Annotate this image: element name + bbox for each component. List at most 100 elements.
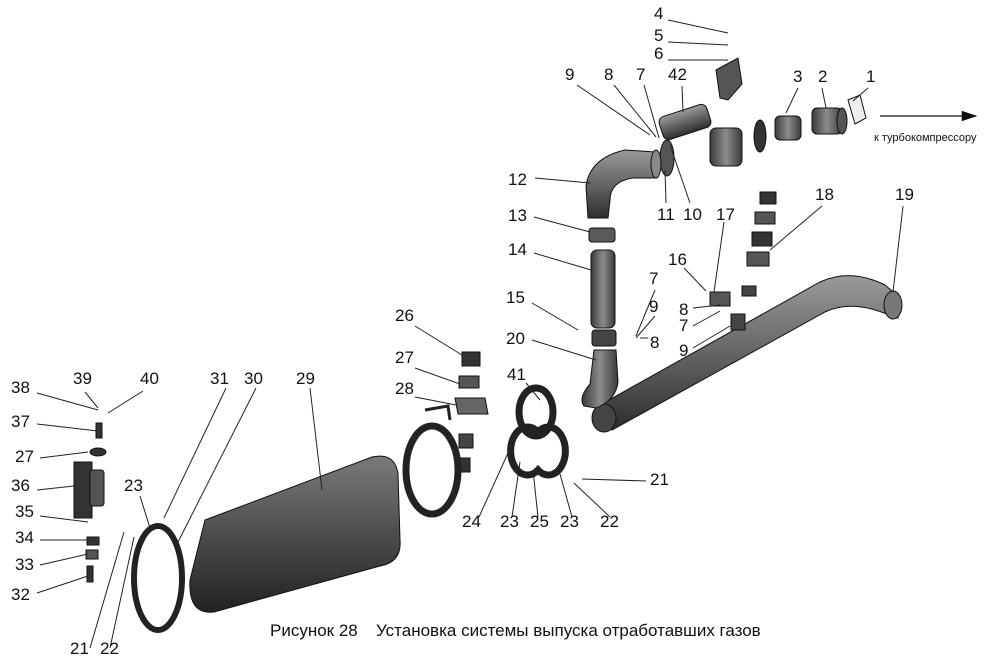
callout-22: 22 <box>600 512 619 531</box>
part-41-25-clamps <box>507 384 569 479</box>
leader-line <box>36 423 99 432</box>
leader-line <box>573 482 611 518</box>
part-26-28-support <box>454 351 489 473</box>
caption-number: Рисунок 28 <box>270 621 358 640</box>
callout-20: 20 <box>506 329 525 348</box>
callout-22: 22 <box>100 639 119 658</box>
part-42-valve <box>658 103 743 177</box>
part-13-clamp <box>588 227 616 243</box>
callout-28: 28 <box>395 379 414 398</box>
callout-27: 27 <box>395 348 414 367</box>
part-6-bracket <box>715 57 743 101</box>
leader-line <box>892 205 904 293</box>
leader-line <box>511 461 521 518</box>
leader-line <box>532 469 539 518</box>
callout-16: 16 <box>668 250 687 269</box>
leader-line <box>478 452 509 518</box>
callout-21: 21 <box>70 639 89 658</box>
leader-line <box>175 387 257 547</box>
leader-line <box>525 382 541 401</box>
leader-line <box>559 473 573 518</box>
leader-line <box>581 478 647 482</box>
callout-2: 2 <box>818 67 827 86</box>
callout-7: 7 <box>649 269 658 288</box>
leader-line <box>664 169 667 204</box>
callout-8: 8 <box>650 333 659 352</box>
leader-line <box>821 87 827 109</box>
callout-3: 3 <box>793 67 802 86</box>
leader-line <box>713 221 725 293</box>
part-1-gasket <box>847 94 867 125</box>
leader-line <box>643 84 660 139</box>
leader-line <box>414 367 461 385</box>
leader-line <box>84 391 99 409</box>
callout-15: 15 <box>506 288 525 307</box>
leader-line <box>667 41 729 46</box>
callout-42: 42 <box>668 65 687 84</box>
part-36-bracket <box>73 422 107 583</box>
callout-21: 21 <box>650 470 669 489</box>
callout-8: 8 <box>679 300 688 319</box>
callout-40: 40 <box>140 369 159 388</box>
callout-10: 10 <box>683 205 702 224</box>
callout-23: 23 <box>560 512 579 531</box>
callout-23: 23 <box>124 476 143 495</box>
part-2-flange-pipe <box>811 107 848 135</box>
leader-line <box>635 315 656 339</box>
callout-25: 25 <box>530 512 549 531</box>
part-31-strap <box>131 523 185 633</box>
leader-line <box>681 85 684 113</box>
part-20-elbow <box>581 329 619 409</box>
leader-line <box>576 84 651 136</box>
callout-35: 35 <box>15 502 34 521</box>
callout-39: 39 <box>73 369 92 388</box>
callout-1: 1 <box>866 67 875 86</box>
callout-14: 14 <box>508 240 527 259</box>
part-19-pipe <box>591 275 903 433</box>
leader-line <box>414 325 463 356</box>
callout-37: 37 <box>11 412 30 431</box>
leader-line <box>852 87 869 102</box>
direction-note: к турбокомпрессору <box>874 132 977 144</box>
leader-line <box>769 205 823 251</box>
leader-line <box>109 536 135 649</box>
leader-line <box>692 304 721 309</box>
callout-4: 4 <box>654 4 663 23</box>
callout-33: 33 <box>15 555 34 574</box>
leader-line <box>531 339 597 361</box>
leader-line <box>309 387 323 491</box>
callout-18: 18 <box>815 185 834 204</box>
callout-32: 32 <box>11 585 30 604</box>
part-3-sleeve <box>753 115 802 153</box>
leader-line <box>89 531 125 649</box>
callout-19: 19 <box>895 185 914 204</box>
leader-line <box>39 553 89 566</box>
callout-34: 34 <box>15 528 34 547</box>
callout-29: 29 <box>296 369 315 388</box>
callout-8: 8 <box>604 65 613 84</box>
callout-9: 9 <box>649 297 658 316</box>
caption-title: Установка системы выпуска отработавших г… <box>376 621 761 640</box>
callout-5: 5 <box>654 26 663 45</box>
leader-line <box>785 87 799 114</box>
leader-line <box>531 302 579 331</box>
callout-31: 31 <box>210 369 229 388</box>
leader-line <box>414 396 457 406</box>
leader-line <box>667 19 729 34</box>
leader-line <box>39 515 89 523</box>
callout-6: 6 <box>654 44 663 63</box>
callout-41: 41 <box>507 365 526 384</box>
callout-11: 11 <box>657 205 675 224</box>
part-12-elbow <box>585 149 662 219</box>
leader-line <box>534 177 591 184</box>
callout-9: 9 <box>565 65 574 84</box>
callout-38: 38 <box>11 378 30 397</box>
callout-30: 30 <box>244 369 263 388</box>
callout-12: 12 <box>508 170 527 189</box>
callout-27: 27 <box>15 447 34 466</box>
callout-7: 7 <box>679 316 688 335</box>
callout-26: 26 <box>395 306 414 325</box>
callout-17: 17 <box>716 205 735 224</box>
